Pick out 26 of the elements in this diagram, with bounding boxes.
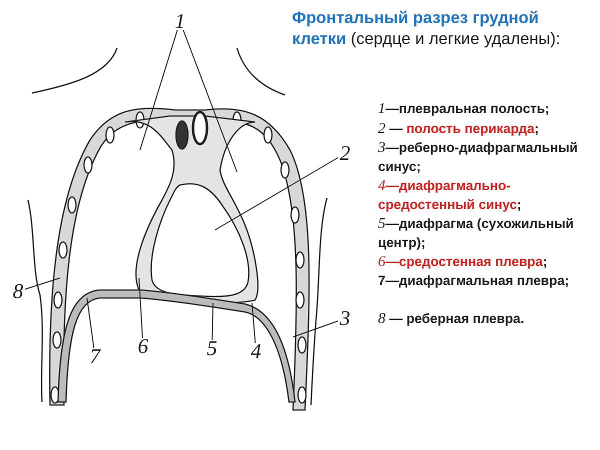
callout-number: 2 [338, 142, 352, 164]
legend-text: 7—диафрагмальная плевра; [378, 272, 570, 290]
legend-text: 4—диафрагмально-средостенный синус; [378, 177, 522, 214]
leader-line [24, 278, 60, 290]
callout-number: 3 [338, 307, 352, 329]
leader-line [182, 30, 238, 172]
callout-number: 1 [173, 10, 187, 32]
leader-line [138, 278, 143, 338]
callout-number: 6 [136, 335, 150, 357]
legend-text: 1—плевральная полость; [378, 100, 550, 118]
legend-text: 5—диафрагма (сухожильный центр); [378, 215, 575, 252]
legend-text: 6—средостенная плевра; [378, 253, 548, 272]
leader-line [252, 302, 256, 344]
leader-line [292, 320, 338, 338]
leader-line [140, 30, 178, 150]
callout-number: 5 [205, 337, 219, 359]
legend-text: 8 — реберная плевра. [378, 310, 526, 328]
leader-line [212, 302, 214, 340]
callout-number: 4 [249, 340, 263, 362]
leader-line [214, 157, 338, 230]
callout-number: 7 [88, 345, 102, 367]
title: Фронтальный разрез грудной клетки (сердце и легкие удалены): [292, 8, 562, 50]
legend-text: 2 — полость перикарда; [378, 120, 540, 138]
callout-number: 8 [11, 280, 25, 302]
legend-text: 3—реберно-диафрагмальный синус; [378, 139, 579, 176]
leader-line [86, 298, 94, 348]
